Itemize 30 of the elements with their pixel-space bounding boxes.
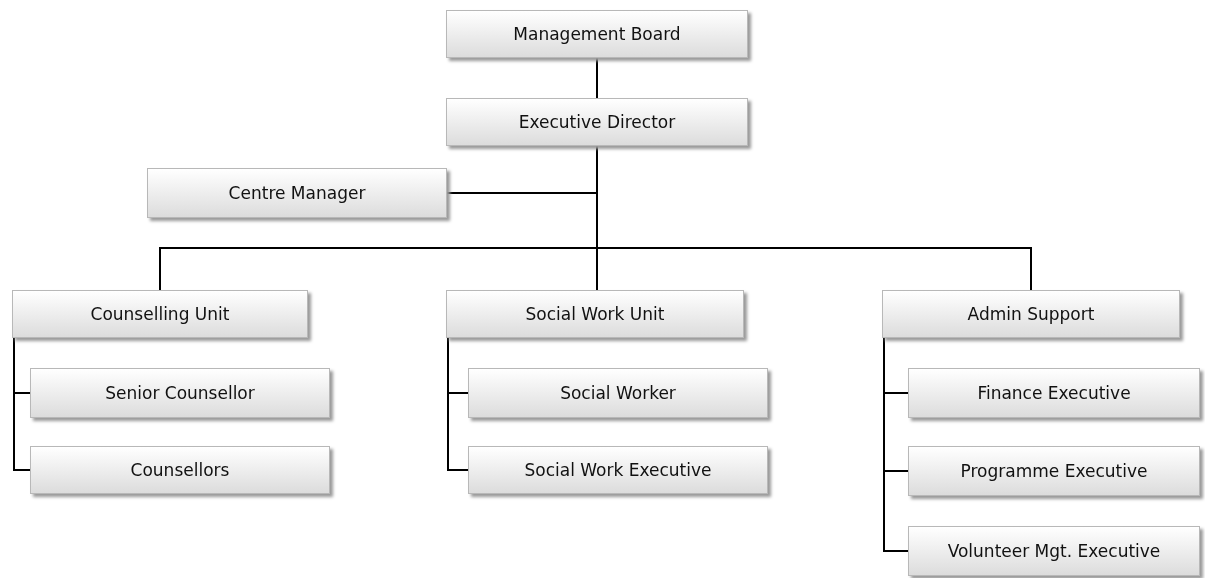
connector-line xyxy=(447,337,469,471)
org-box xyxy=(908,446,1200,496)
box-label: Social Work Unit xyxy=(525,304,665,324)
org-box xyxy=(446,10,748,58)
org-box xyxy=(30,446,330,494)
org-box xyxy=(446,98,748,146)
connector-line xyxy=(883,337,909,552)
org-box xyxy=(908,526,1200,576)
org-box xyxy=(468,446,768,494)
box-label: Social Worker xyxy=(560,383,676,403)
box-label: Counsellors xyxy=(130,460,230,480)
org-box xyxy=(12,290,308,338)
box-label: Volunteer Mgt. Executive xyxy=(947,541,1161,561)
box-label: Centre Manager xyxy=(228,183,366,203)
box-label: Senior Counsellor xyxy=(105,383,255,403)
org-box xyxy=(468,368,768,418)
box-label: Programme Executive xyxy=(960,461,1148,481)
box-label: Counselling Unit xyxy=(90,304,230,324)
org-box xyxy=(882,290,1180,338)
box-label: Finance Executive xyxy=(977,383,1131,403)
box-label: Social Work Executive xyxy=(524,460,712,480)
org-box xyxy=(908,368,1200,418)
box-label: Admin Support xyxy=(967,304,1095,324)
org-box xyxy=(147,168,447,218)
connector-line xyxy=(596,57,598,99)
org-box xyxy=(30,368,330,418)
org-box xyxy=(446,290,744,338)
box-label: Management Board xyxy=(513,24,681,44)
box-label: Executive Director xyxy=(518,112,676,132)
connector-line xyxy=(13,337,31,471)
